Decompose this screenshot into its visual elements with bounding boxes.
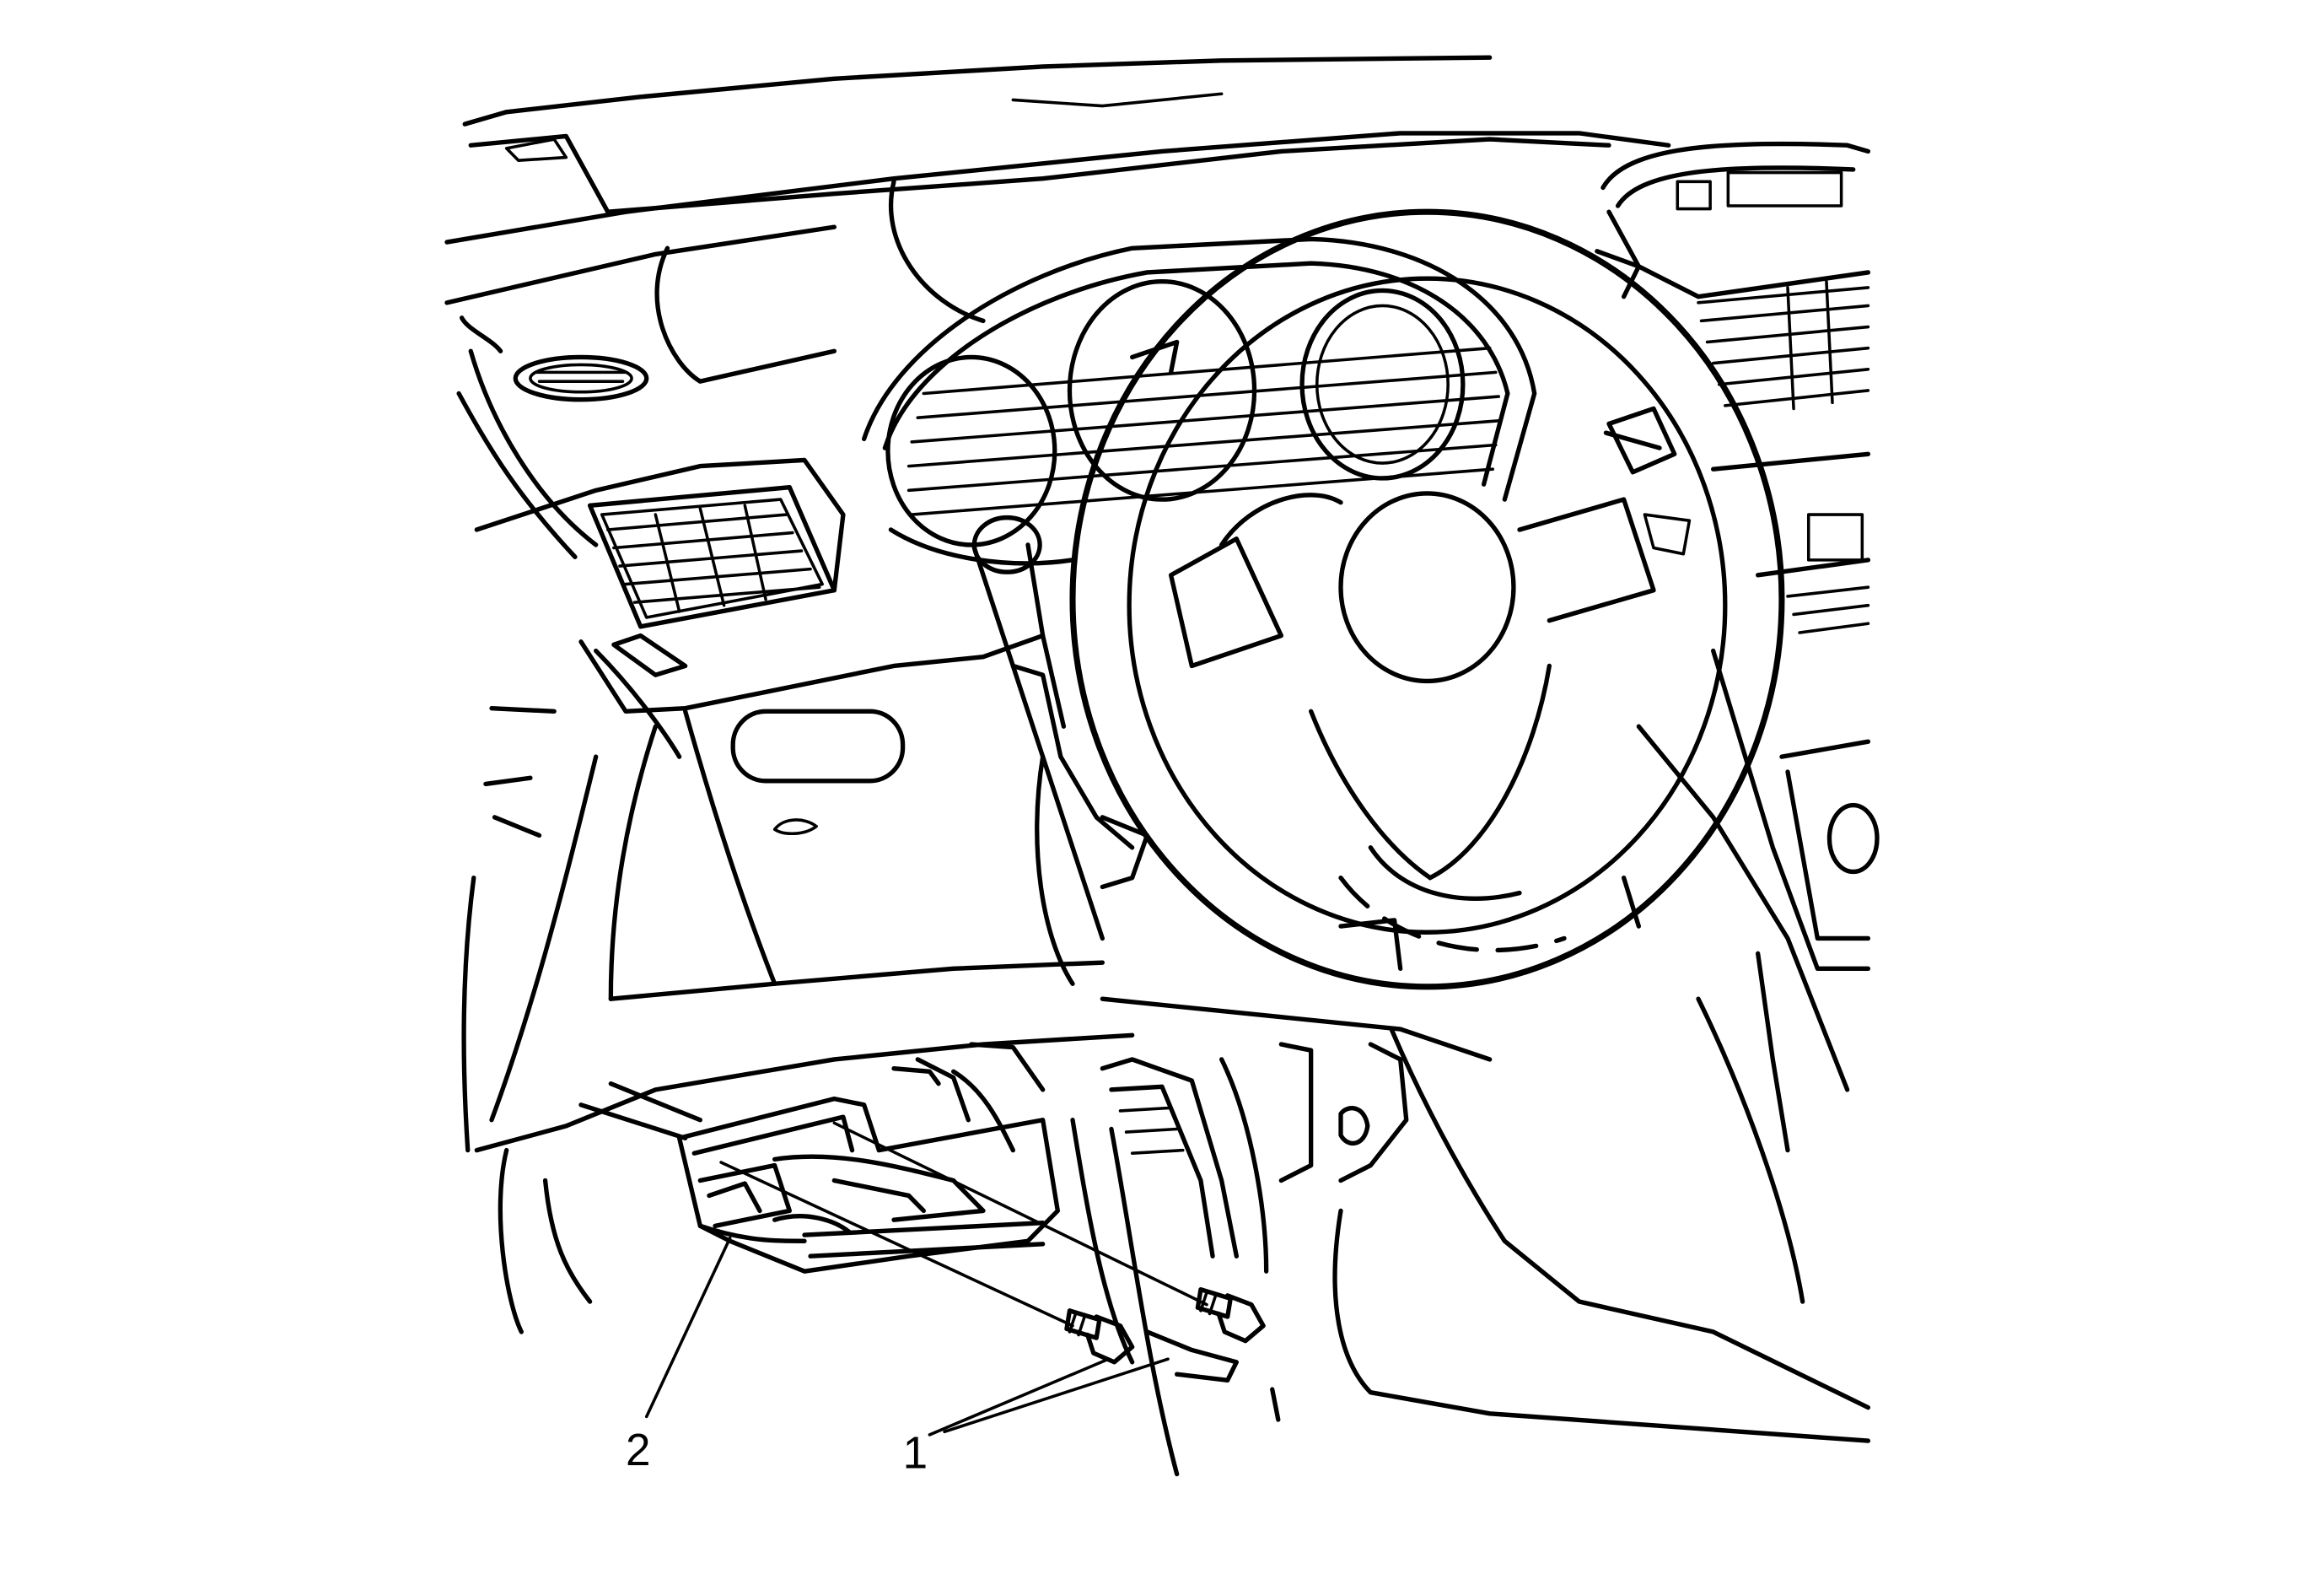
callout-leaders [644, 1236, 1170, 1437]
bolt-left [1064, 1308, 1135, 1365]
steering-column [971, 515, 1149, 986]
callout-label-2: 2 [626, 1425, 650, 1474]
knee-bolster-panel [474, 633, 1135, 1153]
left-air-vent [587, 485, 837, 629]
bolt-right [1195, 1286, 1266, 1344]
footwell [891, 996, 1871, 1477]
callout-label-1: 1 [903, 1428, 928, 1478]
bolts [719, 1121, 1266, 1365]
dashboard-top-outline [444, 55, 1671, 384]
instrument-cluster [862, 236, 1537, 566]
left-dash-panel [456, 315, 846, 1334]
lower-trim-bracket [578, 1081, 1060, 1274]
center-console [1600, 141, 1880, 1304]
